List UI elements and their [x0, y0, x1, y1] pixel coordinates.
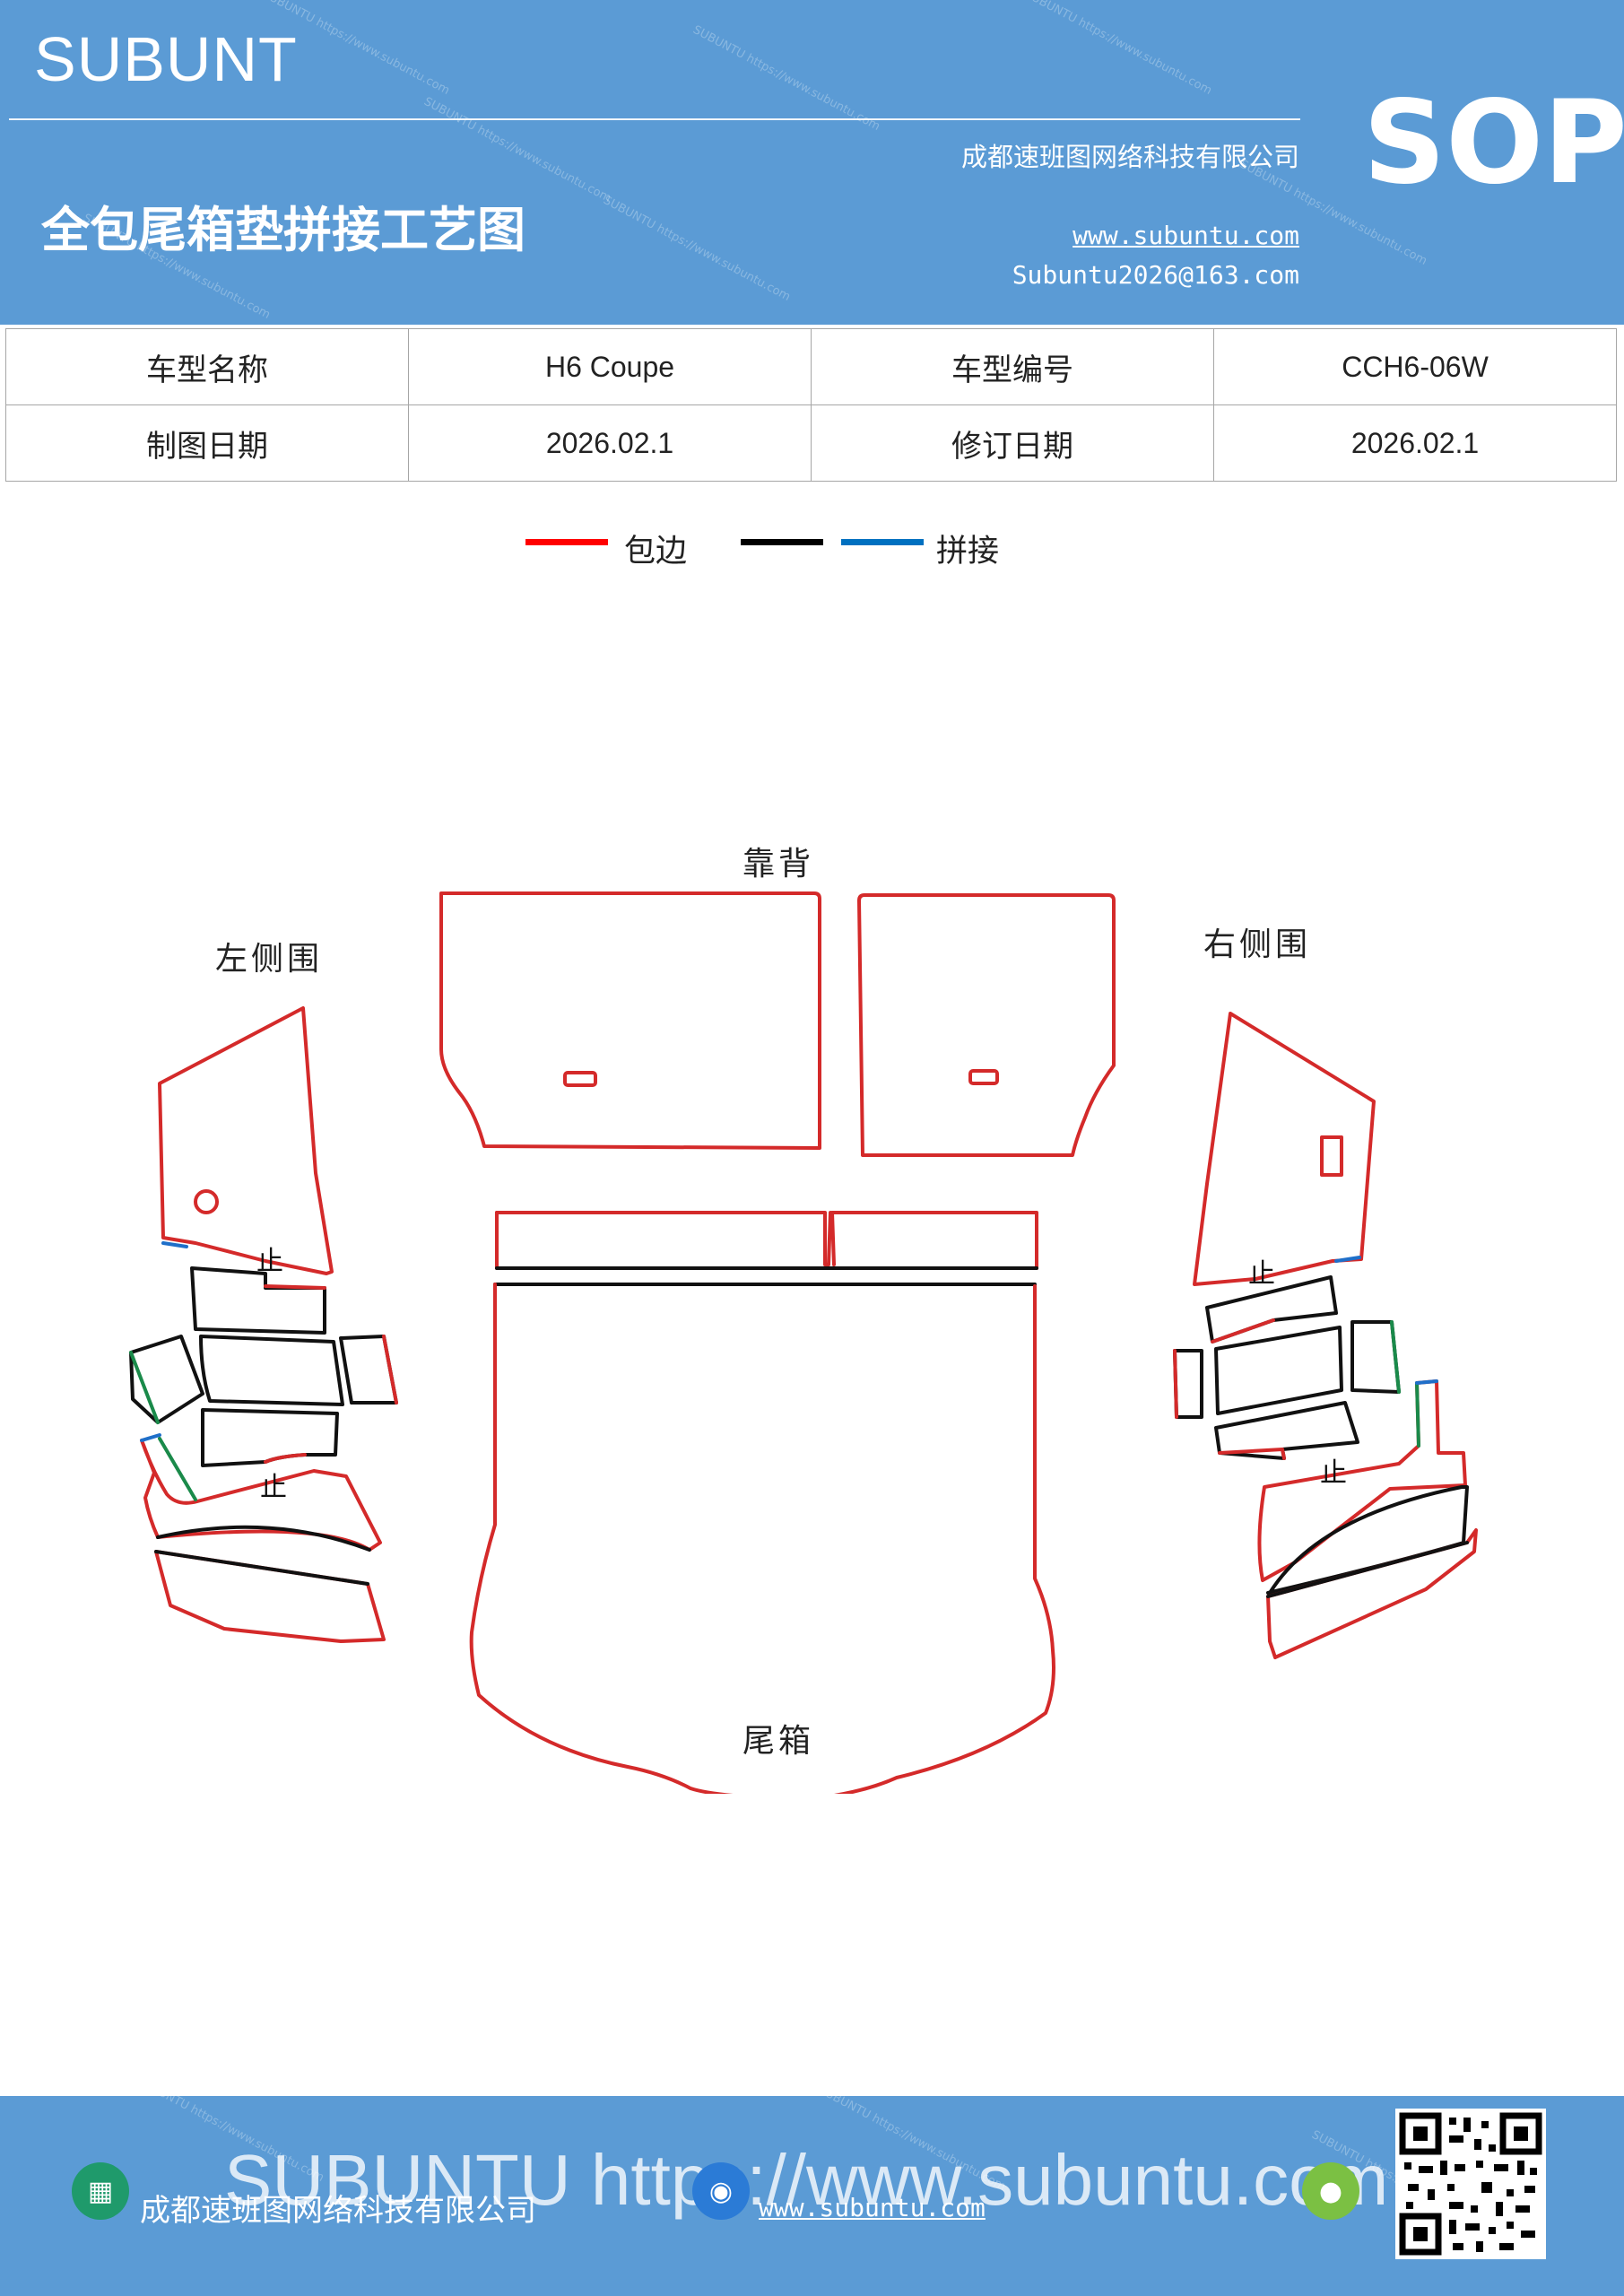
right-side-slot — [1320, 1135, 1343, 1177]
footer-website-link[interactable]: www.subuntu.com — [759, 2193, 986, 2222]
left-piece-f-blue — [140, 1433, 161, 1442]
label-left-side: 左侧围 — [215, 941, 324, 978]
vehicle-info-table: 车型名称 H6 Coupe 车型编号 CCH6-06W 制图日期 2026.02… — [5, 328, 1617, 482]
sop-badge: SOP — [1363, 76, 1624, 210]
label-cell: 车型名称 — [5, 328, 409, 405]
email-address: Subuntu2026@163.com — [1012, 260, 1299, 290]
footer-watermark: SUBUNTU https://www.subuntu.com — [224, 2140, 1389, 2220]
left-piece-e — [201, 1408, 339, 1467]
back-panel-left-slot — [563, 1071, 597, 1087]
left-piece-g-seam — [154, 1550, 369, 1586]
right-piece-e-red — [1218, 1448, 1286, 1460]
company-name: 成都速班图网络科技有限公司 — [960, 142, 1299, 172]
label-cell: 车型编号 — [811, 328, 1214, 405]
value-cell: CCH6-06W — [1213, 328, 1617, 405]
label-back: 靠背 — [743, 846, 815, 883]
left-piece-d — [339, 1335, 398, 1405]
right-piece-d — [1173, 1349, 1203, 1419]
right-piece-a-red — [1211, 1318, 1275, 1344]
watermark: SUBUNTU https://www.subuntu.com — [421, 94, 613, 206]
wechat-icon: ● — [1302, 2162, 1359, 2220]
right-side-join — [1334, 1256, 1361, 1263]
value-cell: H6 Coupe — [408, 328, 812, 405]
back-panel-left — [439, 891, 821, 1150]
header-banner: SUBUNTU https://www.subuntu.com SUBUNTU … — [0, 0, 1624, 325]
legend-label: 包边 — [624, 534, 688, 570]
stop-mark: 止 — [1248, 1258, 1275, 1290]
right-piece-f-green — [1415, 1381, 1420, 1448]
label-trunk: 尾箱 — [743, 1723, 815, 1760]
label-right-side: 右侧围 — [1203, 926, 1312, 963]
right-piece-d-red — [1173, 1349, 1178, 1419]
left-piece-e-red — [264, 1453, 307, 1464]
header-divider — [9, 118, 1300, 120]
left-side-hole — [194, 1189, 219, 1214]
table-row: 车型名称 H6 Coupe 车型编号 CCH6-06W — [5, 328, 1617, 405]
legend-swatch-red — [525, 539, 608, 545]
left-piece-c — [199, 1335, 344, 1406]
stop-mark: 止 — [256, 1246, 283, 1277]
trunk-floor — [469, 1283, 1055, 1794]
legend-swatch-blue — [841, 539, 924, 545]
brand-name: SUBUNT — [34, 24, 298, 94]
pattern-svg: 止 止 止 止 — [129, 891, 1478, 1794]
value-cell: 2026.02.1 — [408, 404, 812, 482]
legend-label: 拼接 — [936, 534, 1000, 570]
table-row: 制图日期 2026.02.1 修订日期 2026.02.1 — [5, 404, 1617, 482]
left-piece-f-green — [158, 1437, 197, 1501]
legend: 包边 拼接 — [0, 526, 1624, 579]
left-piece-f-seam — [156, 1525, 371, 1552]
right-piece-g — [1266, 1485, 1469, 1595]
value-cell: 2026.02.1 — [1213, 404, 1617, 482]
watermark: SUBUNTU https://www.subuntu.com — [690, 22, 882, 135]
left-piece-a — [190, 1266, 326, 1335]
page-title: 全包尾箱垫拼接工艺图 — [41, 202, 525, 258]
right-piece-b — [1214, 1326, 1343, 1415]
left-piece-g — [154, 1550, 386, 1643]
right-side-main — [1193, 1012, 1376, 1286]
pattern-diagram: 靠背 左侧围 右侧围 尾箱 — [0, 807, 1624, 1794]
left-side-join — [161, 1241, 188, 1248]
footer-company: 成都速班图网络科技有限公司 — [140, 2193, 536, 2229]
left-piece-a-red — [264, 1284, 326, 1290]
left-side-main — [158, 1006, 334, 1275]
qr-code-icon — [1395, 2109, 1546, 2259]
building-icon: ▦ — [72, 2162, 129, 2220]
mid-strip-left — [495, 1211, 832, 1266]
back-panel-right-slot — [968, 1069, 999, 1085]
left-piece-d-red — [382, 1335, 398, 1405]
label-cell: 制图日期 — [5, 404, 409, 482]
watermark: SUBUNTU https://www.subuntu.com — [601, 193, 793, 305]
right-piece-f-blue — [1415, 1379, 1438, 1385]
label-cell: 修订日期 — [811, 404, 1214, 482]
back-panel-right — [857, 893, 1116, 1157]
globe-icon: ◉ — [692, 2162, 750, 2220]
right-piece-c-green — [1390, 1320, 1401, 1394]
right-piece-a — [1205, 1275, 1338, 1344]
footer-banner: SUBUNTU https://www.subuntu.com SUBUNTU … — [0, 2096, 1624, 2296]
stop-mark: 止 — [260, 1472, 287, 1503]
right-piece-h-seam — [1266, 1541, 1469, 1598]
watermark: SUBUNTU https://www.subuntu.com — [1022, 0, 1214, 99]
website-link[interactable]: www.subuntu.com — [1073, 221, 1299, 250]
legend-swatch-black — [741, 539, 823, 545]
left-piece-b — [129, 1335, 204, 1424]
left-piece-b-green — [129, 1351, 160, 1424]
mid-strip-right — [830, 1211, 1038, 1270]
stop-mark: 止 — [1320, 1457, 1347, 1489]
right-piece-h — [1266, 1528, 1478, 1659]
